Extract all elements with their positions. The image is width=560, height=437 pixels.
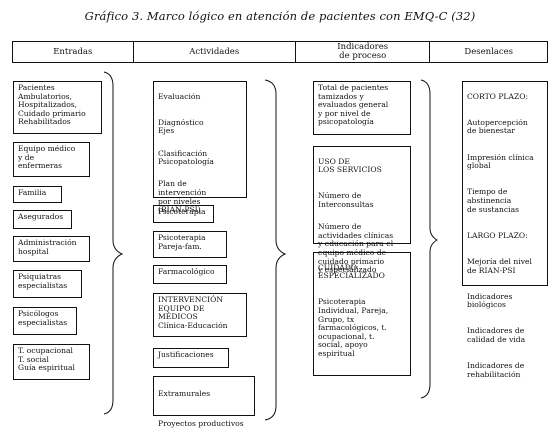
brace-connectors: [103, 71, 439, 421]
desenlace-corto-plazo: CORTO PLAZO:: [467, 91, 529, 101]
actividad-psicoterapia: Psicoterapia: [153, 205, 214, 223]
indicador-cuidado-especializado-block: CUIDADO ESPECIALIZADO Psicoterapia Indiv…: [313, 252, 411, 376]
actividad-intervencion-equipo: INTERVENCIÓN EQUIPO DE MÉDICOS Clínica-E…: [153, 293, 247, 337]
desenlace-impresion-clinica: Impresión clínica global: [467, 152, 534, 171]
header-desenlaces: Desenlaces: [464, 46, 514, 57]
brace-actividades: [264, 79, 287, 421]
actividad-evaluacion-block: Evaluación Diagnóstico Ejes Clasificació…: [153, 81, 247, 214]
desenlace-autopercepcion: Autopercepción de bienestar: [467, 117, 528, 136]
actividad-psicoterapia-pareja: Psicoterapia Pareja-fam.: [153, 231, 227, 258]
desenlace-tiempo-abstinencia: Tiempo de abstinencia de sustancias: [467, 187, 520, 214]
desenlace-calidad-vida: Indicadores de calidad de vida: [467, 326, 526, 345]
entrada-psicologos: Psicólogos especialistas: [13, 307, 77, 335]
actividad-farmacologico: Farmacológico: [153, 265, 227, 284]
desenlace-rehabilitacion: Indicadores de rehabilitación: [467, 361, 525, 379]
desenlaces-block: CORTO PLAZO: Autopercepción de bienestar…: [462, 81, 548, 379]
figure-title: Gráfico 3. Marco lógico en atención de p…: [84, 9, 476, 23]
header-actividades: Actividades: [134, 42, 296, 62]
indicador-cuidado-especializado-title: CUIDADO ESPECIALIZADO: [318, 262, 385, 281]
entrada-terapeutas: T. ocupacional T. social Guía espiritual: [13, 344, 90, 380]
header-row: Entradas Actividades Indicadores de proc…: [12, 41, 548, 63]
indicador-interconsultas: Número de Interconsultas: [318, 191, 374, 209]
header-entradas: Entradas: [13, 42, 134, 62]
actividad-extramurales-block: Extramurales Proyectos productivos: [153, 376, 255, 427]
actividad-plan-intervencion: Plan de intervención por niveles (RIAN-P…: [158, 179, 207, 215]
actividad-evaluacion: Evaluación: [158, 91, 201, 101]
entrada-psiquiatras: Psiquiatras especialistas: [13, 270, 82, 298]
entrada-familia: Familia: [13, 186, 62, 203]
actividad-justificaciones: Justificaciones: [153, 348, 229, 368]
entrada-equipo-medico: Equipo médico y de enfermeras: [13, 142, 90, 177]
indicador-total-pacientes: Total de pacientes tamizados y evaluados…: [313, 81, 411, 135]
desenlace-largo-plazo: LARGO PLAZO:: [467, 230, 528, 240]
actividad-proyectos-productivos: Proyectos productivos: [158, 418, 244, 428]
indicador-psicoterapia-detalle: Psicoterapia Individual, Pareja, Grupo, …: [318, 297, 389, 358]
actividad-extramurales: Extramurales: [158, 388, 211, 398]
header-indicadores: Indicadores de proceso: [296, 42, 431, 62]
actividad-diagnostico: Diagnóstico Ejes: [158, 117, 204, 136]
brace-entradas: [103, 71, 124, 415]
entrada-asegurados: Asegurados: [13, 210, 72, 229]
entrada-administracion: Administración hospital: [13, 236, 90, 262]
desenlace-mejoria-rian: Mejoría del nivel de RIAN-PSI: [467, 256, 532, 275]
brace-indicadores: [420, 79, 439, 399]
entrada-pacientes: Pacientes Ambulatorios, Hospitalizados, …: [13, 81, 102, 134]
desenlace-indicadores-biologicos: Indicadores biológicos: [467, 291, 513, 310]
actividad-clasificacion: Clasificación Psicopatología: [158, 148, 214, 167]
indicador-uso-servicios-title: USO DE LOS SERVICIOS: [318, 156, 382, 175]
